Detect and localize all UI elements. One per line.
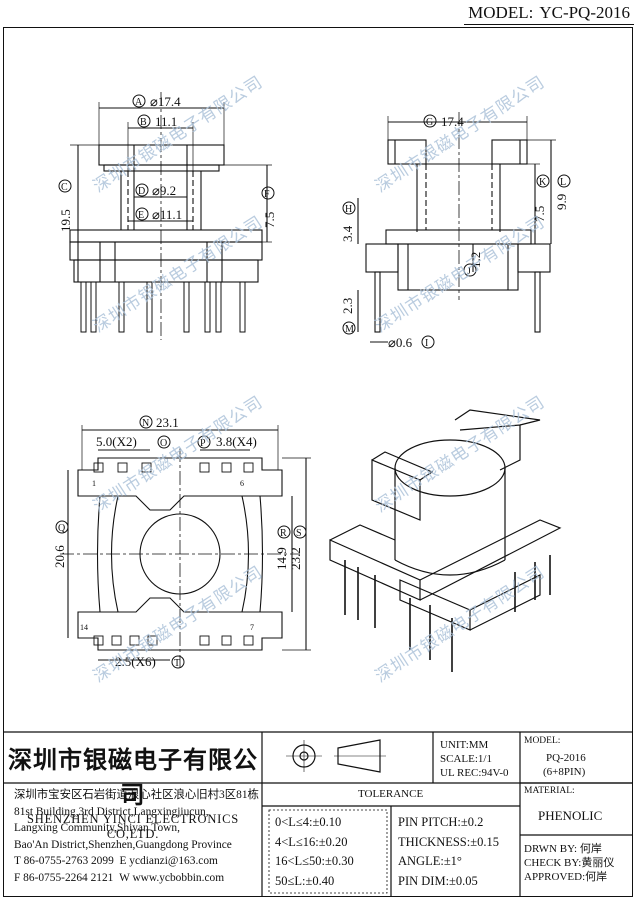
- dim-a: ⌀17.4: [150, 94, 181, 109]
- dim-i: ⌀0.6: [388, 335, 413, 350]
- pin-7-label: 7: [250, 623, 254, 632]
- tolerance-row: 4<L≤16:±0.20: [275, 834, 348, 849]
- isometric-view: [329, 409, 562, 672]
- label-e: E: [138, 210, 144, 221]
- label-i: I: [425, 338, 428, 349]
- tel: T 86-0755-2763 2099: [14, 855, 114, 868]
- label-j: J: [467, 266, 471, 277]
- dim-d: ⌀9.2: [152, 183, 176, 198]
- dim-r: 14.9: [274, 547, 289, 570]
- label-k: K: [539, 177, 547, 188]
- label-m: M: [345, 324, 354, 335]
- material-label: MATERIAL:: [524, 786, 575, 796]
- dim-e: ⌀11.1: [152, 207, 182, 222]
- label-h: H: [345, 204, 352, 215]
- dim-q: 20.6: [52, 545, 67, 568]
- material-value: PHENOLIC: [538, 808, 603, 823]
- side-view: [357, 112, 556, 343]
- dim-m: 2.3: [340, 298, 355, 314]
- spec-block: UNIT:MM SCALE:1/1 UL REC:94V-0: [440, 738, 509, 780]
- model-value: YC-PQ-2016: [539, 3, 630, 22]
- label-a: A: [135, 97, 143, 108]
- address-line: 81st Building,3rd District,Langxingjiucu…: [14, 805, 209, 818]
- label-g: G: [426, 117, 433, 128]
- dim-h: 3.4: [340, 225, 355, 242]
- label-c: C: [61, 182, 68, 193]
- tolerance-row: 16<L≤50:±0.30: [275, 854, 354, 868]
- fax: F 86-0755-2264 2121: [14, 871, 114, 884]
- website: W www.ycbobbin.com: [119, 871, 225, 884]
- drawing-frame: [3, 27, 633, 897]
- label-d: D: [138, 186, 145, 197]
- model-label: MODEL:: [468, 3, 534, 22]
- pin-6-label: 6: [240, 479, 244, 488]
- pin-1-label: 1: [92, 479, 96, 488]
- address-line: Langxing Community,Shiyan Town,: [14, 822, 180, 835]
- front-view: [69, 92, 272, 340]
- dim-s: 23.2: [288, 547, 303, 570]
- company-name-en: SHENZHEN YINCI ELECTRONICS CO,LTD.: [27, 812, 239, 841]
- label-o: O: [160, 438, 167, 449]
- address-line: 深圳市宝安区石岩街道浪心社区浪心旧村3区81栋: [14, 789, 259, 801]
- approval-block: DRWN BY: 何岸 CHECK BY:黄丽仪 APPROVED:何岸: [524, 842, 614, 884]
- tolerance-row: PIN PITCH:±0.2: [398, 815, 484, 829]
- scale-value: SCALE:1/1: [440, 753, 492, 765]
- model-box-label: MODEL:: [524, 736, 561, 746]
- drawn-by: DRWN BY: 何岸: [524, 843, 602, 855]
- model-box-pins: (6+8PIN): [543, 766, 586, 778]
- model-header: MODEL: YC-PQ-2016: [464, 2, 634, 25]
- label-p: P: [200, 438, 206, 449]
- dim-g: 17.4: [441, 114, 464, 129]
- model-box-name: PQ-2016: [546, 752, 586, 764]
- dim-f: 7.5: [262, 212, 277, 228]
- label-q: Q: [58, 523, 66, 534]
- dim-p: 3.8(X4): [216, 434, 257, 449]
- tolerance-row: 0<L≤4:±0.10: [275, 815, 342, 829]
- dim-j: 1.2: [468, 252, 483, 268]
- label-r: R: [280, 528, 287, 539]
- dim-b: 11.1: [155, 114, 177, 129]
- tolerance-title: TOLERANCE: [358, 788, 424, 800]
- address-line: Bao'An District,Shenzhen,Guangdong Provi…: [14, 838, 232, 851]
- label-n: N: [142, 418, 149, 429]
- label-t: T: [174, 658, 180, 669]
- dim-l: 9.9: [554, 194, 569, 210]
- label-l: L: [560, 177, 566, 188]
- tolerance-row: ANGLE:±1°: [398, 854, 462, 868]
- ul-value: UL REC:94V-0: [440, 767, 509, 779]
- unit-value: UNIT:MM: [440, 739, 489, 751]
- tolerance-right: PIN PITCH:±0.2 THICKNESS:±0.15 ANGLE:±1°…: [398, 813, 499, 891]
- tolerance-row: PIN DIM:±0.05: [398, 873, 478, 888]
- bottom-view: [60, 425, 311, 668]
- email: E ycdianzi@163.com: [119, 855, 218, 868]
- company-address: 深圳市宝安区石岩街道浪心社区浪心旧村3区81栋 81st Building,3r…: [14, 787, 259, 887]
- dim-c: 19.5: [58, 209, 73, 232]
- label-s: S: [296, 528, 302, 539]
- title-block-grid: [3, 731, 633, 897]
- label-b: B: [140, 117, 147, 128]
- dim-k: 7.5: [532, 206, 547, 222]
- dim-n: 23.1: [156, 415, 179, 430]
- tolerance-left: 0<L≤4:±0.10 4<L≤16:±0.20 16<L≤50:±0.30 5…: [275, 813, 354, 891]
- checked-by: CHECK BY:黄丽仪: [524, 857, 615, 869]
- pin-14-label: 14: [80, 623, 88, 632]
- company-title: 深圳市银磁电子有限公司 SHENZHEN YINCI ELECTRONICS C…: [8, 740, 258, 842]
- dim-o: 5.0(X2): [96, 434, 137, 449]
- label-f: F: [264, 189, 270, 200]
- tolerance-row: 50≤L:±0.40: [275, 873, 335, 888]
- company-name-cn: 深圳市银磁电子有限公司: [8, 745, 258, 809]
- tolerance-row: THICKNESS:±0.15: [398, 834, 499, 849]
- dim-t: 2.5(X6): [115, 654, 156, 669]
- approved-by: APPROVED:何岸: [524, 871, 608, 883]
